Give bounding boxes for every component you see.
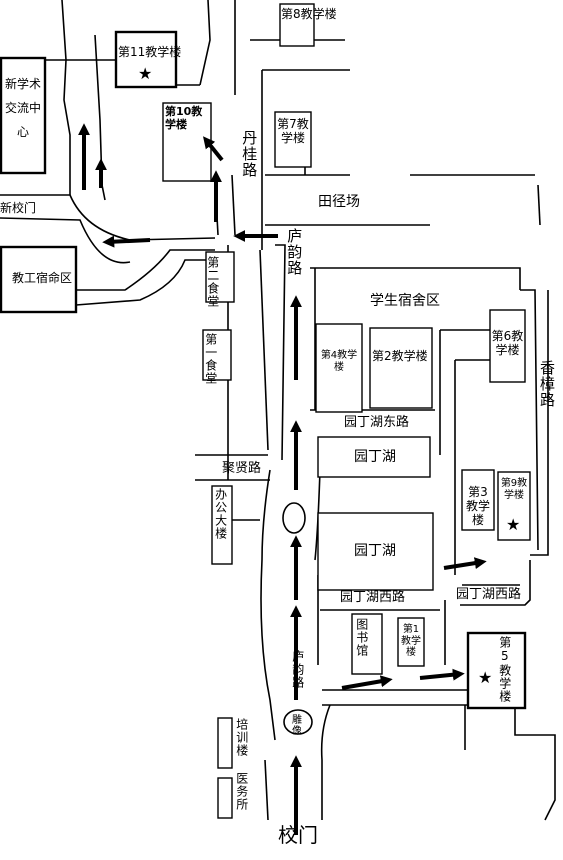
star-icon: ★ bbox=[138, 64, 153, 83]
building-7-label: 第7教学楼 bbox=[277, 117, 309, 145]
road-edge bbox=[530, 290, 549, 556]
box-b11 bbox=[114, 30, 178, 89]
student-dorm-label: 学生宿舍区 bbox=[370, 293, 440, 309]
box-office bbox=[211, 485, 233, 565]
road-edge bbox=[94, 34, 106, 201]
statue-label: 雕像 bbox=[289, 714, 301, 736]
building-8-label: 第8教学楼 bbox=[281, 7, 337, 21]
box-staff-dorm bbox=[0, 245, 78, 314]
box-b9 bbox=[497, 471, 531, 541]
road-edge bbox=[0, 217, 131, 264]
stadium-label: 田径场 bbox=[318, 194, 360, 210]
route-arrow bbox=[341, 675, 393, 690]
box-canteen1 bbox=[202, 329, 232, 381]
exchange-center-label: 新学术交流中心 bbox=[5, 77, 42, 139]
box-b6 bbox=[489, 309, 526, 383]
clinic-label: 医务所 bbox=[234, 772, 249, 811]
route-arrow bbox=[419, 668, 465, 681]
danguilu-label: 丹桂路 bbox=[240, 130, 259, 178]
roundabout bbox=[282, 502, 306, 534]
staff-dorm-label: 教工宿命区 bbox=[12, 271, 73, 285]
route-arrow bbox=[102, 235, 151, 248]
road-edge bbox=[195, 454, 270, 481]
star-icon: ★ bbox=[478, 668, 493, 687]
canteen-1-label: 第一食堂 bbox=[203, 333, 218, 385]
box-b8 bbox=[279, 3, 315, 47]
box-lake-south bbox=[317, 512, 434, 591]
yuandinghu-east-road-label: 园丁湖东路 bbox=[344, 415, 410, 430]
road-edge bbox=[320, 704, 331, 820]
box-b10 bbox=[162, 102, 212, 182]
box-exchange-center bbox=[0, 56, 47, 175]
road-edge bbox=[275, 244, 286, 461]
main-gate-label: 校门 bbox=[278, 823, 318, 847]
road-edge bbox=[264, 759, 269, 821]
building-10-label: 第10教学楼 bbox=[165, 105, 203, 131]
route-arrow bbox=[203, 136, 224, 162]
lake-north-label: 园丁湖 bbox=[354, 449, 396, 465]
box-canteen2 bbox=[205, 251, 235, 303]
star-icon: ★ bbox=[506, 515, 521, 534]
luyunlu-north-label: 庐韵路 bbox=[285, 228, 304, 276]
box-b2 bbox=[369, 327, 433, 409]
box-b1 bbox=[397, 617, 425, 667]
box-b4 bbox=[315, 323, 363, 413]
road-edge bbox=[460, 560, 531, 606]
road-edge bbox=[260, 469, 276, 741]
juxianlu-label: 聚贤路 bbox=[222, 461, 262, 476]
luyunlu-south-label: 庐韵路 bbox=[290, 650, 305, 689]
building-9-label: 第9教学楼 bbox=[500, 478, 528, 501]
road-edge bbox=[231, 174, 236, 236]
yuandinghu-west-road-label: 园丁湖西路 bbox=[340, 590, 406, 605]
building-3-label: 第3教学楼 bbox=[465, 485, 490, 527]
box-training bbox=[217, 717, 233, 769]
road-edge bbox=[514, 705, 556, 821]
statue-circle bbox=[283, 709, 313, 735]
box-lake-north bbox=[317, 436, 431, 478]
office-label: 办公大楼 bbox=[213, 488, 228, 540]
road-edge bbox=[259, 249, 269, 451]
building-4-label: 第4教学楼 bbox=[320, 350, 358, 373]
box-b7 bbox=[274, 111, 312, 168]
road-edge bbox=[520, 289, 539, 551]
road-edge bbox=[310, 267, 521, 290]
box-clinic bbox=[217, 777, 233, 819]
building-5-label: 第5教学楼 bbox=[497, 636, 512, 703]
lake-south-label: 园丁湖 bbox=[354, 543, 396, 559]
road-edge bbox=[61, 0, 71, 195]
building-6-label: 第6教学楼 bbox=[491, 329, 524, 357]
xiangzhanglu-label: 香樟路 bbox=[538, 360, 556, 408]
building-11-label: 第11教学楼 bbox=[118, 45, 182, 59]
route-arrow bbox=[443, 557, 487, 570]
library-label: 图书馆 bbox=[354, 618, 369, 657]
training-label: 培训楼 bbox=[234, 718, 249, 757]
road-edge bbox=[199, 0, 211, 86]
box-b5 bbox=[466, 631, 527, 710]
box-library bbox=[351, 613, 383, 675]
building-1-label: 第1教学楼 bbox=[401, 624, 421, 658]
road-edge bbox=[537, 184, 541, 226]
road-edge bbox=[75, 259, 210, 306]
box-b3 bbox=[461, 469, 495, 531]
road-edge bbox=[76, 249, 215, 291]
canteen-2-label: 第二食堂 bbox=[205, 256, 220, 308]
building-2-label: 第2教学楼 bbox=[372, 349, 428, 363]
yuandinghu-west-road-2-label: 园丁湖西路 bbox=[456, 587, 522, 602]
new-gate-label: 新校门 bbox=[0, 201, 37, 215]
